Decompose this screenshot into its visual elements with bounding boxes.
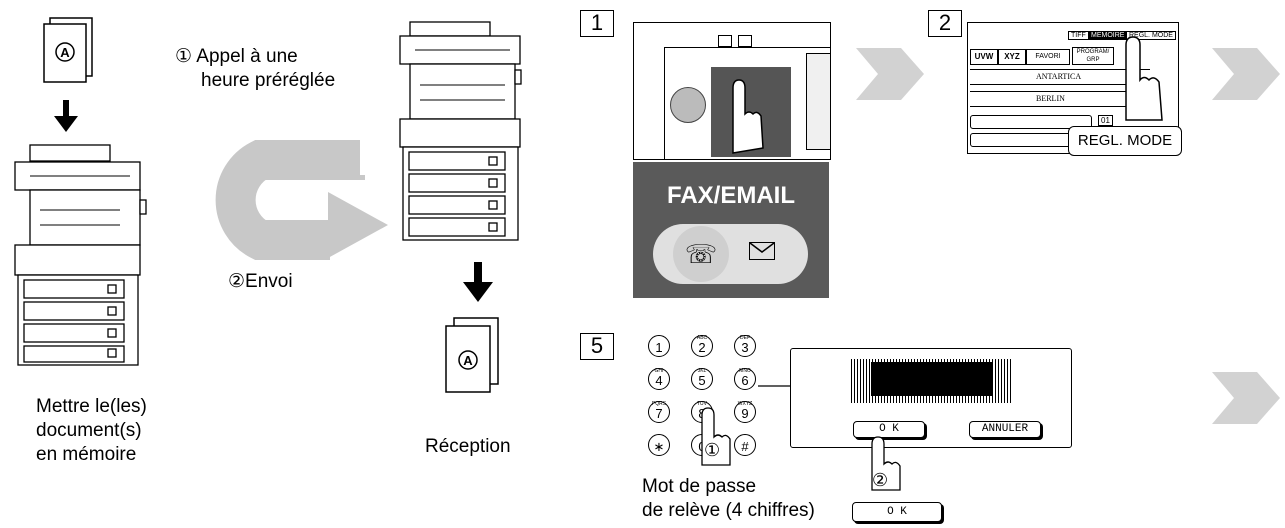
step1-text-2: heure préréglée: [201, 70, 336, 91]
password-caption-line-1: Mot de passe: [642, 476, 757, 497]
pointing-hand-icon: [732, 79, 764, 154]
password-caption-line-2: de relève (4 chiffres): [642, 500, 815, 521]
pointing-hand-icon-4: [871, 436, 901, 491]
received-document-icon: A: [445, 317, 499, 393]
entry-antartica-label: ANTARTICA: [1036, 72, 1082, 81]
top-button-b[interactable]: [738, 35, 752, 47]
panel1-control: [633, 22, 831, 160]
password-field[interactable]: [871, 362, 993, 396]
step1-text: Appel à une: [196, 46, 298, 67]
pointing-hand-icon-3: [701, 407, 731, 466]
entry-berlin[interactable]: BERLIN: [970, 91, 1150, 107]
round-button[interactable]: [670, 87, 706, 123]
reception-caption: Réception: [425, 436, 511, 457]
step2-text: Envoi: [245, 271, 293, 292]
password-caption: Mot de passe de relève (4 chiffres): [642, 475, 815, 523]
doc-symbol: A: [60, 45, 70, 60]
key-1[interactable]: 1: [648, 335, 670, 357]
down-arrow-icon-2: [463, 262, 493, 302]
ok-button-zoom[interactable]: O K: [852, 502, 942, 522]
chevron-right-icon-3: [1212, 372, 1280, 424]
fax-email-label: FAX/EMAIL: [666, 182, 795, 209]
password-screen: O K ANNULER: [790, 348, 1072, 448]
key-star[interactable]: ∗: [648, 434, 670, 456]
top-tab-regl-mode[interactable]: REGL. MODE: [1126, 31, 1176, 40]
copier-left-icon: [14, 144, 147, 366]
doc-caption-line-2: document(s): [36, 420, 142, 441]
pointing-hand-icon-2: [1125, 36, 1163, 121]
ok-button[interactable]: O K: [853, 421, 925, 438]
step1-number: ①: [175, 46, 193, 67]
cancel-button[interactable]: ANNULER: [969, 421, 1041, 438]
step-number-2: 2: [928, 10, 962, 37]
circle-number-1: ①: [704, 440, 721, 460]
tab-favori[interactable]: FAVORI: [1026, 49, 1070, 65]
tab-uvw[interactable]: UVW: [970, 49, 998, 65]
chevron-right-icon-2: [1212, 48, 1280, 100]
entry-antartica[interactable]: ANTARTICA: [970, 69, 1150, 85]
chevron-right-icon-1: [856, 48, 924, 100]
fax-button[interactable]: ☏: [673, 226, 729, 282]
step1-label: ① Appel à une heure préréglée: [175, 45, 395, 93]
top-tab-tiff[interactable]: TIFF: [1068, 31, 1089, 40]
step-number-5: 5: [580, 333, 614, 360]
top-button-a[interactable]: [718, 35, 732, 47]
document-stack-icon: A: [43, 17, 93, 83]
panel1-display: [806, 53, 830, 150]
row-3: [970, 115, 1092, 129]
step-number-1: 1: [580, 10, 614, 37]
circle-number-2: ②: [872, 470, 889, 490]
page-number: 01: [1098, 115, 1113, 126]
step2-label: ②Envoi: [228, 270, 293, 294]
u-turn-arrow-icon: [215, 135, 388, 260]
copier-middle-icon: [399, 21, 522, 241]
svg-text:A: A: [463, 353, 473, 368]
down-arrow-icon: [54, 100, 78, 132]
doc-caption-line-1: Mettre le(les): [36, 396, 147, 417]
doc-caption: Mettre le(les) document(s) en mémoire: [36, 395, 196, 467]
step2-number: ②: [228, 271, 246, 292]
email-icon: [749, 242, 775, 260]
regl-mode-callout: REGL. MODE: [1068, 126, 1182, 156]
entry-berlin-label: BERLIN: [1036, 94, 1065, 103]
fax-email-panel: FAX/EMAIL ☏: [633, 162, 829, 298]
tab-program-grp[interactable]: PROGRAM/ GRP: [1072, 47, 1114, 65]
doc-caption-line-3: en mémoire: [36, 444, 137, 465]
fax-icon: ☏: [684, 239, 718, 269]
tab-xyz[interactable]: XYZ: [998, 49, 1026, 65]
key-hash[interactable]: #: [734, 434, 756, 456]
